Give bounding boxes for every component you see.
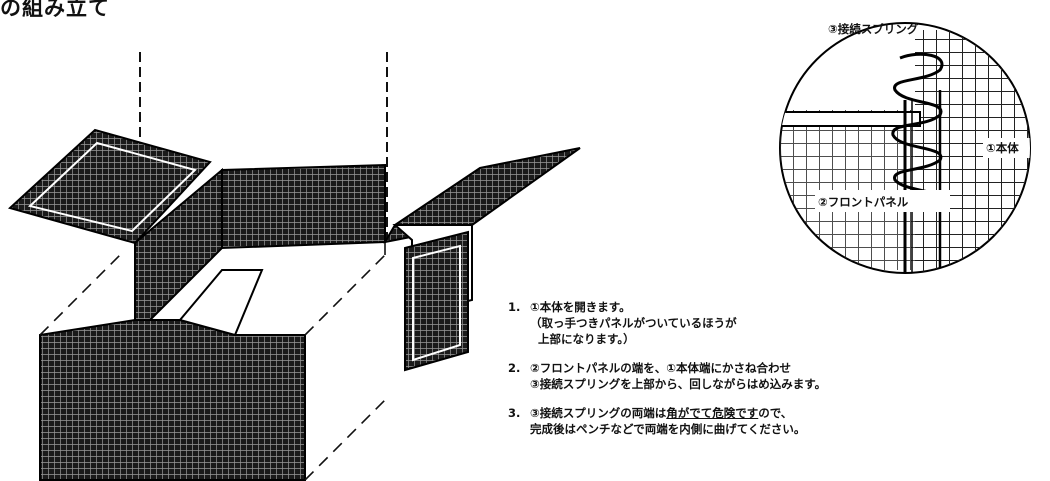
step-text: （取っ手つきパネルがついているほうが [530, 316, 737, 330]
right-front-panel [404, 230, 469, 372]
front-panel-drawing [39, 269, 306, 481]
step-number: 2. [508, 361, 521, 375]
callout-connecting-spring: ③接続スプリング [828, 22, 919, 36]
step-text: 完成後はペンチなどで両端を内側に曲げてください。 [530, 422, 806, 436]
zoom-detail-circle: ③接続スプリング ①本体 ②フロントパネル [779, 22, 1031, 274]
callout-main-body: ①本体 [986, 141, 1019, 155]
step-text: 上部になります。） [538, 332, 635, 346]
step-text: ②フロントパネルの端を、①本体端にかさね合わせ [530, 361, 791, 375]
step-1: 1. ①本体を開きます。 （取っ手つきパネルがついているほうが 上部になります。） [508, 299, 1048, 347]
left-fold-panel [134, 167, 223, 321]
step-text: ③接続スプリングの両端は [530, 406, 667, 420]
step-text: ①本体を開きます。 [530, 300, 631, 314]
step-number: 1. [508, 300, 521, 314]
top-left-panel [7, 128, 212, 245]
instructions: 1. ①本体を開きます。 （取っ手つきパネルがついているほうが 上部になります。）… [508, 299, 1048, 450]
back-center-panel [221, 163, 386, 250]
warning-text: 角がでて危険です [666, 406, 759, 420]
step-number: 3. [508, 406, 521, 420]
step-2: 2. ②フロントパネルの端を、①本体端にかさね合わせ ③接続スプリングを上部から、… [508, 360, 1048, 392]
step-text: ③接続スプリングを上部から、回しながらはめ込みます。 [530, 377, 827, 391]
step-text: ので、 [758, 406, 793, 420]
dashed-construction-lines [39, 240, 386, 481]
callout-front-panel: ②フロントパネル [818, 195, 909, 209]
step-3: 3. ③接続スプリングの両端は角がでて危険ですので、 完成後はペンチなどで両端を内… [508, 405, 1048, 437]
page-title: の組み立て [0, 0, 110, 20]
